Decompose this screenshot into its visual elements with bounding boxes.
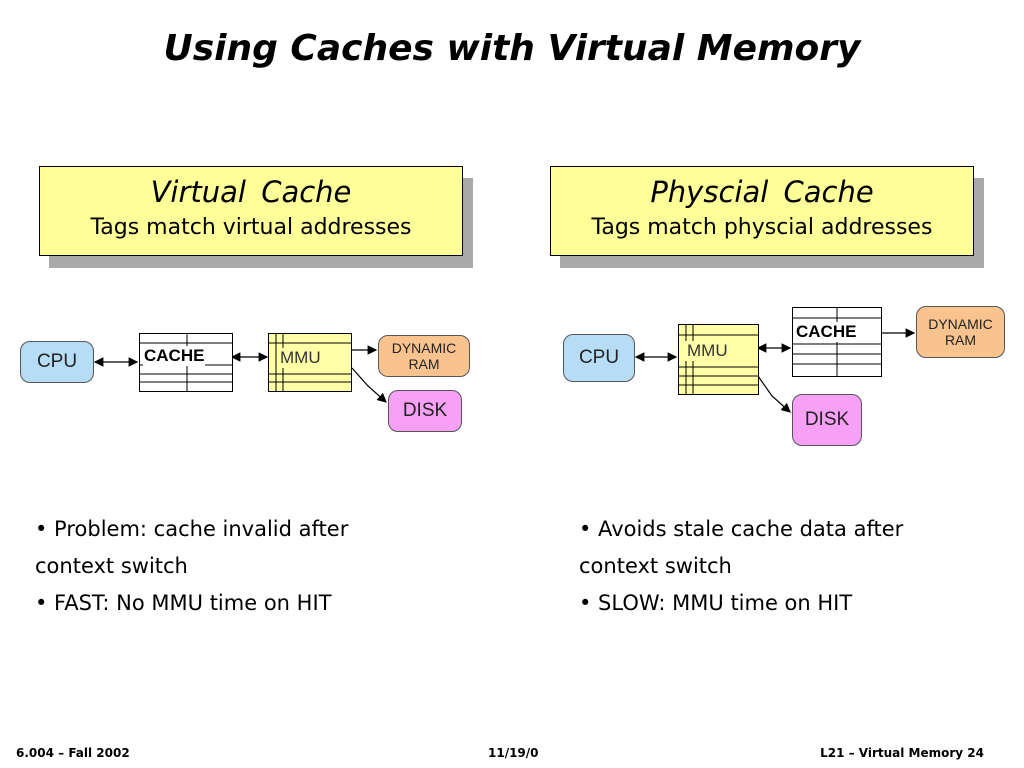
bullet-line: • Problem: cache invalid after — [35, 517, 349, 541]
mmu-label: MMU — [278, 348, 323, 368]
callout-box: Physcial Cache Tags match physcial addre… — [550, 166, 974, 256]
footer-course: 6.004 – Fall 2002 — [16, 746, 130, 760]
callout-box: Virtual Cache Tags match virtual address… — [39, 166, 463, 256]
left-bullet-list: • Problem: cache invalid after context s… — [35, 511, 455, 622]
virtual-cache-callout: Virtual Cache Tags match virtual address… — [39, 166, 473, 268]
bullet-line: • Avoids stale cache data after — [579, 517, 904, 541]
mmu-disk-arrow — [757, 375, 791, 413]
mmu-table: MMU — [678, 324, 759, 395]
disk-box: DISK — [388, 390, 462, 432]
callout-subheading: Tags match physcial addresses — [591, 215, 933, 240]
cache-table: CACHE — [139, 333, 233, 392]
bullet-line: context switch — [35, 554, 188, 578]
right-bullet-list: • Avoids stale cache data after context … — [579, 511, 999, 622]
mmu-grid-lines — [269, 334, 351, 391]
dynamic-ram-box: DYNAMIC RAM — [916, 306, 1005, 358]
cache-grid-lines — [793, 308, 881, 376]
mmu-label: MMU — [685, 341, 730, 361]
callout-heading: Virtual Cache — [150, 175, 352, 209]
ram-label-line2: RAM — [944, 332, 977, 348]
cache-label: CACHE — [143, 346, 206, 366]
ram-label-line1: DYNAMIC — [391, 340, 457, 356]
cpu-box: CPU — [563, 334, 635, 382]
callout-heading: Physcial Cache — [650, 175, 874, 209]
footer-lecture: L21 – Virtual Memory 24 — [820, 746, 984, 760]
ram-label-line1: DYNAMIC — [928, 316, 993, 332]
cpu-box: CPU — [20, 341, 94, 383]
footer-date: 11/19/0 — [488, 746, 539, 760]
bullet-line: • SLOW: MMU time on HIT — [579, 591, 853, 615]
dynamic-ram-box: DYNAMIC RAM — [378, 335, 470, 377]
mmu-disk-arrow — [351, 367, 387, 403]
callout-subheading: Tags match virtual addresses — [90, 215, 412, 240]
mmu-table: MMU — [268, 333, 352, 392]
physical-cache-callout: Physcial Cache Tags match physcial addre… — [550, 166, 984, 268]
ram-label-line2: RAM — [408, 356, 440, 372]
cache-table: CACHE — [792, 307, 882, 377]
cache-label: CACHE — [795, 322, 858, 342]
bullet-line: • FAST: No MMU time on HIT — [35, 591, 332, 615]
bullet-line: context switch — [579, 554, 732, 578]
disk-box: DISK — [792, 394, 862, 446]
slide-title: Using Caches with Virtual Memory — [163, 28, 861, 69]
